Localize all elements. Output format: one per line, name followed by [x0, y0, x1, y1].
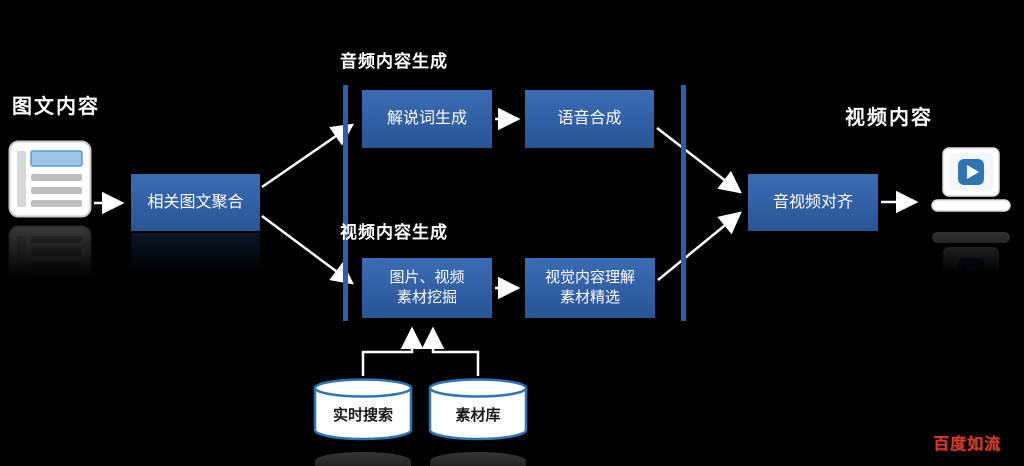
arrow-visual-to-align [657, 211, 742, 281]
laptop-video-icon [924, 146, 1016, 223]
database-realtime-search: 实时搜索 [313, 378, 413, 442]
section-bar-left [343, 85, 348, 321]
node-align: 音视频对齐 [748, 174, 878, 231]
node-visual-select: 视觉内容理解 素材精选 [525, 258, 655, 318]
node-aggregate-reflection [131, 233, 260, 290]
database-material-library: 素材库 [428, 378, 528, 442]
section-bar-right [681, 85, 686, 321]
arrow-realtime-to-mining [361, 326, 424, 376]
node-narration: 解说词生成 [362, 90, 492, 148]
arrow-library-to-mining [421, 326, 480, 376]
laptop-video-icon-reflection [924, 220, 1016, 297]
audio-section-label: 音频内容生成 [340, 52, 448, 71]
document-icon [8, 140, 92, 223]
arrow-aggregate-to-narration [261, 123, 355, 189]
node-tts: 语音合成 [525, 90, 654, 148]
watermark: 百度如流 [933, 436, 1002, 453]
node-aggregate: 相关图文聚合 [131, 174, 260, 231]
database-label: 素材库 [455, 407, 501, 424]
output-label: 视频内容 [845, 107, 933, 129]
document-icon-reflection [8, 220, 92, 303]
database-material-library-reflection [428, 444, 528, 466]
input-label: 图文内容 [12, 96, 100, 118]
arrow-tts-to-align [656, 127, 742, 194]
database-label: 实时搜索 [332, 407, 393, 424]
node-mining: 图片、视频 素材挖掘 [362, 258, 492, 318]
arrow-aggregate-to-mining [261, 214, 355, 285]
database-realtime-search-reflection [313, 444, 413, 466]
video-section-label: 视频内容生成 [340, 223, 448, 242]
